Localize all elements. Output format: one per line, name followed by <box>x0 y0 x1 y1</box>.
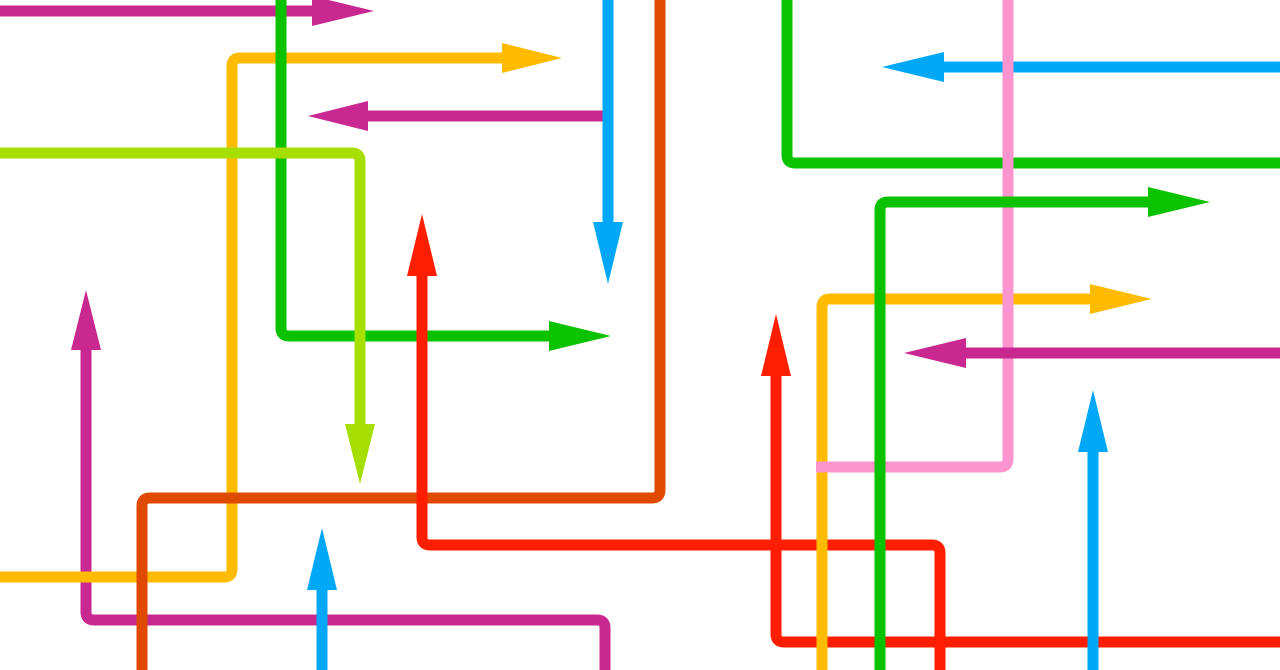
arrow-pink-right <box>816 0 1014 473</box>
arrow-red-center <box>416 270 946 670</box>
arrowhead-yellow-right <box>1090 284 1152 314</box>
arrowhead-green-right <box>1148 187 1210 217</box>
arrow-green-left <box>275 0 555 342</box>
arrow-orange-loop <box>136 0 666 670</box>
arrow-green-top-right <box>781 0 1280 169</box>
arrowhead-magenta-top <box>312 0 374 26</box>
arrowhead-red-center <box>407 214 437 276</box>
arrowhead-red-right <box>761 314 791 376</box>
arrow-magenta-bottom <box>80 330 611 670</box>
arrowhead-blue-bottom-left <box>307 528 337 590</box>
arrowhead-blue-top-right <box>882 52 944 82</box>
arrow-red-right <box>770 370 1280 648</box>
arrow-yellow-right <box>816 293 1095 670</box>
arrowhead-green-left <box>549 321 611 351</box>
arrowhead-lime-down <box>345 424 375 484</box>
arrowhead-magenta-right <box>904 338 966 368</box>
arrowhead-blue-right <box>1078 390 1108 452</box>
arrowhead-yellow-top-loop <box>502 43 562 73</box>
arrow-yellow-top-loop <box>0 52 510 583</box>
arrowhead-magenta-bottom <box>71 290 101 350</box>
arrow-green-right <box>874 196 1155 670</box>
arrow-lime-down <box>0 147 366 430</box>
arrowhead-layer <box>71 0 1210 590</box>
arrowhead-blue-down <box>593 222 623 284</box>
arrowhead-magenta-mid <box>308 101 368 131</box>
